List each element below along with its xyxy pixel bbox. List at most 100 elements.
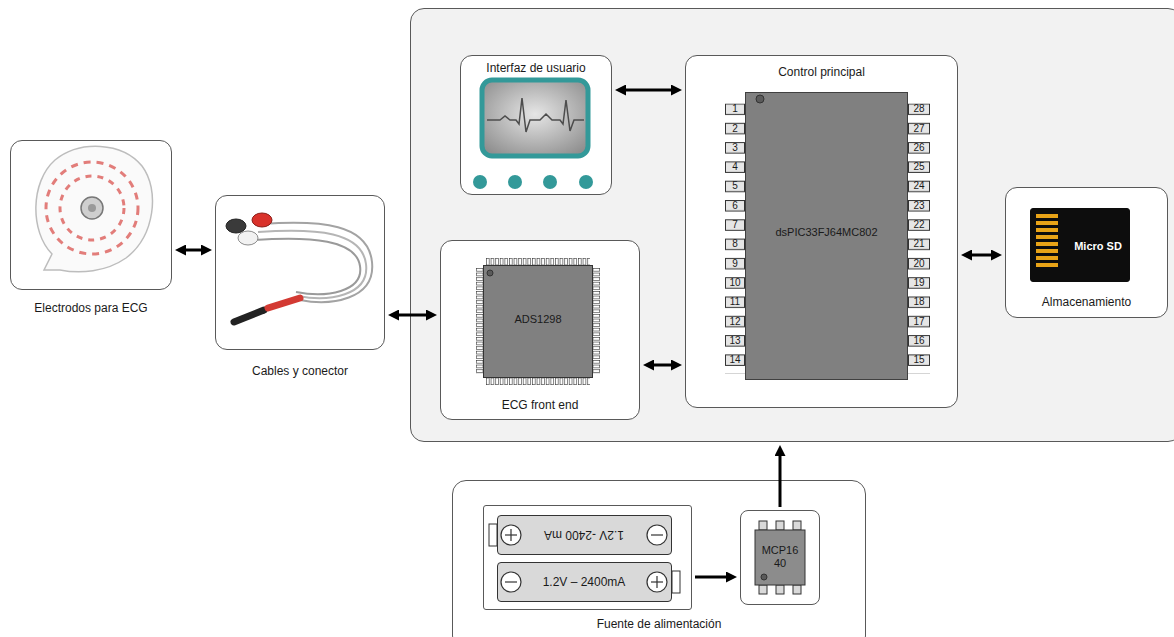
arrow-connector bbox=[651, 364, 674, 367]
pin-number: 21 bbox=[913, 239, 924, 249]
battery-tab bbox=[489, 524, 497, 546]
chip-pins bbox=[486, 258, 590, 265]
pin-number: 19 bbox=[913, 278, 924, 288]
plus-sign bbox=[651, 581, 663, 582]
pin-number: 16 bbox=[913, 336, 924, 346]
chip-pins bbox=[486, 378, 590, 385]
arrow-connector bbox=[969, 254, 994, 257]
ecg-trace bbox=[487, 98, 584, 132]
regulator-box: MCP16 40 bbox=[740, 510, 820, 605]
pin-number: 5 bbox=[732, 181, 738, 191]
button bbox=[508, 175, 522, 189]
pin-number: 25 bbox=[913, 162, 924, 172]
pin-number: 22 bbox=[913, 220, 924, 230]
button bbox=[579, 175, 593, 189]
node-label: Micro SD bbox=[1074, 240, 1122, 253]
pin1-dot bbox=[756, 95, 764, 103]
chip-pin bbox=[793, 521, 801, 530]
chip-body bbox=[755, 530, 805, 585]
pin-number: 20 bbox=[913, 259, 924, 269]
terminal-circle bbox=[647, 525, 667, 545]
pin-number: 27 bbox=[913, 124, 924, 134]
pad-print bbox=[46, 162, 138, 254]
node-label: Control principal bbox=[778, 65, 865, 79]
chip-pins bbox=[476, 268, 483, 374]
module-box: Almacenamiento Micro SD bbox=[1005, 187, 1168, 318]
pin-number: 9 bbox=[732, 259, 738, 269]
pin-number: 17 bbox=[913, 317, 924, 327]
snap-clip bbox=[238, 231, 258, 245]
node-label: 1.2V – 2400mA bbox=[543, 575, 626, 589]
chip-body: dsPIC33FJ64MC802 bbox=[745, 92, 908, 380]
sd-contacts bbox=[1036, 214, 1058, 267]
image-box: Cables y conector bbox=[215, 195, 385, 350]
battery-holder: 1.2V -2400 mA 1.2V – 2400mA bbox=[483, 505, 692, 610]
pin-number: 13 bbox=[729, 336, 740, 346]
pin-number: 14 bbox=[729, 355, 740, 365]
chip-pins bbox=[725, 104, 745, 374]
pin-number: 8 bbox=[732, 239, 738, 249]
plus-sign bbox=[505, 534, 517, 535]
chip-pin bbox=[759, 521, 767, 530]
module-box: Interfaz de usuario bbox=[460, 55, 612, 195]
node-label: Interfaz de usuario bbox=[486, 61, 585, 75]
node-label: Almacenamiento bbox=[1042, 295, 1131, 309]
arrow-connector bbox=[695, 576, 729, 579]
module-box: Fuente de alimentación1.2V -2400 mA1.2V … bbox=[452, 480, 866, 637]
chip-pins bbox=[908, 104, 930, 374]
pin-number: 12 bbox=[729, 317, 740, 327]
terminal-circle bbox=[501, 525, 521, 545]
arrow-connector bbox=[623, 89, 674, 92]
node-label: MCP16 40 bbox=[760, 544, 800, 570]
image-box: Electrodos para ECG bbox=[10, 140, 172, 290]
wire bbox=[262, 223, 372, 302]
pin-number: 2 bbox=[732, 124, 738, 134]
pin-number: 26 bbox=[913, 143, 924, 153]
arrow-connector bbox=[183, 249, 204, 252]
chip-pin bbox=[776, 585, 784, 594]
button bbox=[473, 175, 487, 189]
pin-number: 11 bbox=[730, 297, 740, 307]
pin1-dot bbox=[761, 574, 767, 580]
monitor-icon bbox=[473, 80, 593, 189]
electrode-pad bbox=[36, 146, 153, 271]
chip-pin bbox=[793, 585, 801, 594]
pin-number: 4 bbox=[732, 162, 738, 172]
chip-pins bbox=[593, 268, 600, 374]
snap-clip bbox=[226, 219, 246, 233]
node-label: Cables y conector bbox=[252, 364, 348, 378]
module-box: ECG front endADS1298 bbox=[440, 240, 640, 420]
pin-number: 23 bbox=[913, 201, 924, 211]
regulator-chip bbox=[755, 521, 805, 594]
pad-outline bbox=[36, 146, 153, 271]
pin1-dot bbox=[487, 270, 493, 276]
plus-sign bbox=[510, 529, 511, 541]
battery: 1.2V -2400 mA bbox=[497, 515, 672, 555]
pin-number: 1 bbox=[732, 104, 738, 114]
battery-terminal bbox=[501, 525, 667, 592]
arrow-connector bbox=[396, 314, 429, 317]
connectors bbox=[183, 90, 994, 577]
pad-print bbox=[60, 176, 124, 240]
terminal-circle bbox=[501, 572, 521, 592]
sd-card: Micro SD bbox=[1030, 208, 1130, 282]
chip-pin bbox=[776, 521, 784, 530]
pin-number: 6 bbox=[732, 201, 738, 211]
chip-pin bbox=[759, 585, 767, 594]
node-label: 1.2V -2400 mA bbox=[544, 528, 624, 542]
pin-number: 24 bbox=[913, 181, 924, 191]
node-label: Fuente de alimentación bbox=[597, 617, 722, 631]
ecg-cable bbox=[226, 213, 372, 322]
chip-body: ADS1298 bbox=[483, 265, 593, 378]
snap-stud bbox=[88, 204, 96, 212]
battery: 1.2V – 2400mA bbox=[497, 562, 672, 602]
terminal-circle bbox=[647, 572, 667, 592]
pin-number: 15 bbox=[913, 355, 924, 365]
plus-sign bbox=[656, 576, 657, 588]
pin-number: 18 bbox=[913, 297, 924, 307]
wire bbox=[258, 231, 366, 298]
minus-sign bbox=[651, 534, 663, 535]
wire bbox=[254, 239, 360, 294]
minus-sign bbox=[505, 581, 517, 582]
